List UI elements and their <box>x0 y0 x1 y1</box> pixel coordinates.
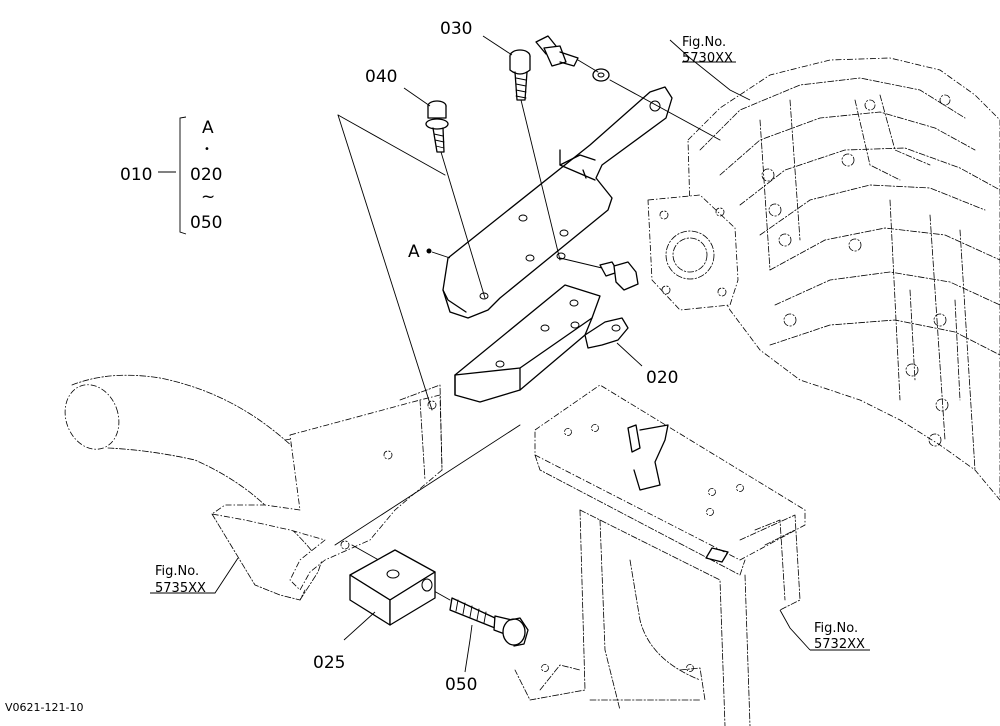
bracket-part-a <box>442 86 673 319</box>
label-010: 010 <box>120 165 152 185</box>
label-050: 050 <box>445 675 477 695</box>
label-010-tilde: ~ <box>201 187 215 207</box>
label-030: 030 <box>440 19 472 39</box>
label-fig-5730-b: 5730XX <box>682 51 733 66</box>
label-point-a: A <box>408 242 420 262</box>
label-fig-5732-b: 5732XX <box>814 637 865 652</box>
bolt-030 <box>509 49 561 261</box>
pipe-bracket <box>211 384 443 601</box>
alignment-lines <box>334 114 521 546</box>
label-040: 040 <box>365 67 397 87</box>
label-fig-5730-a: Fig.No. <box>682 35 726 50</box>
block-025 <box>349 549 436 626</box>
drawing-code: V0621-121-10 <box>5 701 83 714</box>
label-fig-5735-b: 5735XX <box>155 581 206 596</box>
bolt-040 <box>425 100 486 299</box>
label-010-020: 020 <box>190 165 222 185</box>
label-020: 020 <box>646 368 678 388</box>
label-010-050: 050 <box>190 213 222 233</box>
frame <box>514 384 806 726</box>
label-fig-5735-a: Fig.No. <box>155 564 199 579</box>
bolt-middle-right <box>559 257 639 291</box>
label-010-a: A <box>202 118 214 138</box>
label-010-dot: • <box>204 144 210 155</box>
bolt-upper-right <box>535 35 721 141</box>
transmission-housing <box>647 57 1000 501</box>
plate-part-020 <box>454 284 629 403</box>
callout-labels: 030 040 010 A • 020 ~ 050 A 020 025 050 … <box>5 19 865 714</box>
bolt-050 <box>351 544 529 647</box>
label-025: 025 <box>313 653 345 673</box>
label-fig-5732-a: Fig.No. <box>814 621 858 636</box>
leader-lines <box>150 35 870 673</box>
